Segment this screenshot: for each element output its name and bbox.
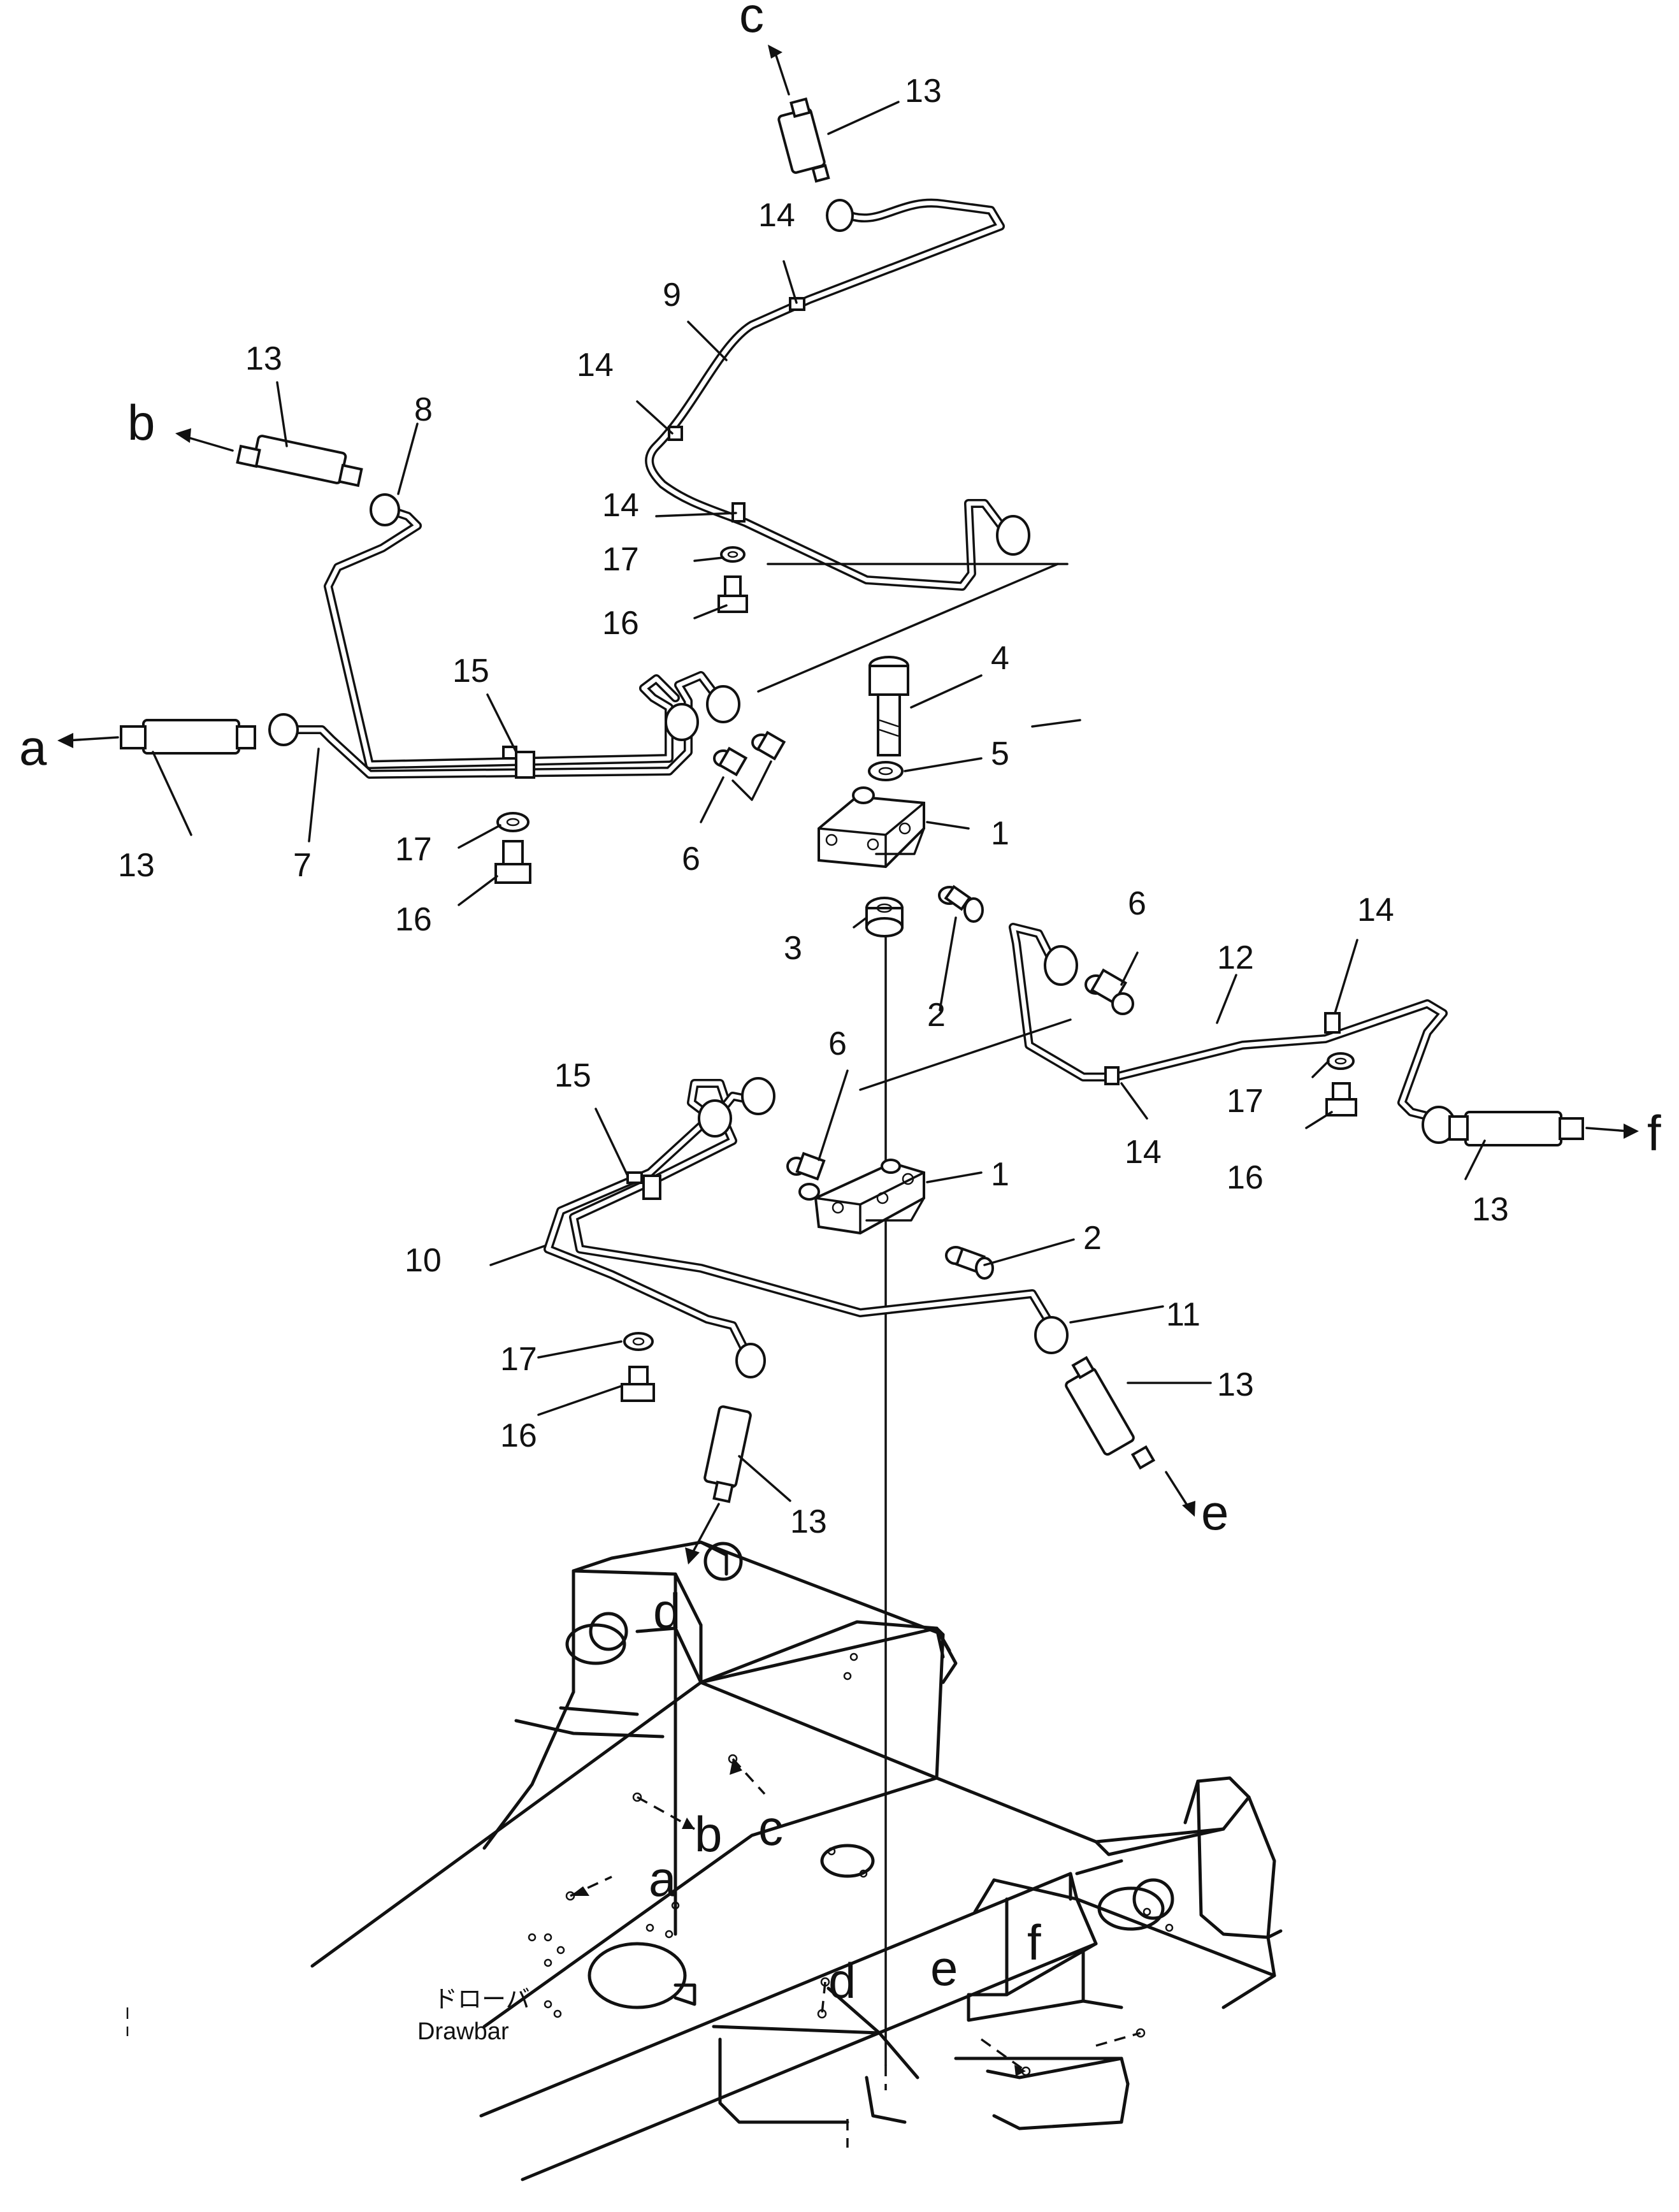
callout-17-d: 17 <box>500 1341 537 1378</box>
callout-14-b: 14 <box>577 347 614 384</box>
grease-fitting-13-e <box>1065 1355 1195 1517</box>
callout-13-a: 13 <box>118 847 155 884</box>
callout-1-b: 1 <box>991 1156 1009 1193</box>
callout-13-f: 13 <box>1472 1191 1509 1228</box>
callout-8: 8 <box>414 391 433 428</box>
bolt-16-c <box>1325 1082 1357 1117</box>
grease-fitting-13-d <box>685 1405 752 1565</box>
frame-holes <box>528 1652 1174 2018</box>
letter-b-top: b <box>127 394 155 451</box>
letter-e-bottom: e <box>930 1940 958 1996</box>
drawbar-label-en: Drawbar <box>417 2018 509 2045</box>
callout-17-b: 17 <box>395 831 432 868</box>
callout-3: 3 <box>784 930 802 967</box>
letter-a-bottom: a <box>649 1851 677 1907</box>
letter-f-bottom: f <box>1027 1914 1041 1970</box>
bolt-16-a <box>717 575 748 613</box>
grease-fitting-13-c <box>768 45 830 183</box>
callout-13-top: 13 <box>905 73 942 110</box>
callout-17-a: 17 <box>602 541 639 578</box>
pipe-12 <box>1009 923 1456 1144</box>
washer-17-c <box>1327 1052 1355 1070</box>
callout-5: 5 <box>991 735 1009 772</box>
letter-f-top: f <box>1647 1105 1661 1161</box>
grease-fitting-13-a <box>57 719 256 755</box>
letter-b-bottom: b <box>695 1806 722 1862</box>
clamp-15-a <box>502 746 535 779</box>
washer-17-d <box>623 1332 654 1351</box>
drawbar-caption: ドローバ Drawbar <box>417 1986 530 2045</box>
callout-13-e: 13 <box>1217 1366 1254 1403</box>
bolt-16-d <box>621 1366 655 1402</box>
letter-d-bottom: d <box>828 1953 856 2009</box>
callout-6-c: 6 <box>828 1025 847 1062</box>
callout-7: 7 <box>293 847 312 884</box>
callout-9: 9 <box>663 277 681 314</box>
washer-17-a <box>720 546 746 563</box>
callout-11: 11 <box>1166 1296 1200 1333</box>
callout-14-a: 14 <box>758 197 795 234</box>
grease-fitting-13-f <box>1448 1111 1639 1146</box>
leader-lines <box>152 101 1486 1502</box>
pipe-9 <box>645 198 1030 591</box>
adapter-6-c <box>786 1152 826 1181</box>
callout-10: 10 <box>405 1242 442 1279</box>
callout-13-d: 13 <box>790 1503 827 1540</box>
callout-16-d: 16 <box>500 1417 537 1454</box>
callout-15-b: 15 <box>554 1057 591 1094</box>
grease-nipple-2-b <box>945 1246 994 1280</box>
callout-2-a: 2 <box>927 997 946 1034</box>
frame-boss-f <box>1097 1878 1174 1931</box>
clamp-14-pipe12 <box>1104 1012 1341 1085</box>
letter-c-bottom: c <box>758 1800 783 1856</box>
callout-16-a: 16 <box>602 605 639 642</box>
pipe-8 <box>324 493 680 769</box>
letter-e-top: e <box>1201 1484 1229 1540</box>
adapter-6-a <box>713 730 786 801</box>
pipe-11 <box>569 1077 1069 1354</box>
callout-numbers: 13 14 9 14 14 17 16 13 8 15 13 7 17 16 4… <box>118 73 1509 1540</box>
callout-16-c: 16 <box>1227 1159 1264 1196</box>
callout-13-b: 13 <box>245 340 282 377</box>
bolt-4 <box>868 656 909 756</box>
grease-fitting-13-b <box>175 428 363 488</box>
grease-nipple-2-a <box>938 885 984 923</box>
letter-d-top: d <box>653 1583 681 1639</box>
connection-letters: c b a f e d b c a d e f <box>19 0 1661 2009</box>
callout-4: 4 <box>991 640 1009 677</box>
pipe-10 <box>544 1079 766 1378</box>
callout-15-a: 15 <box>452 653 489 690</box>
bolt-16-b <box>494 840 531 884</box>
letter-c-top: c <box>739 0 764 43</box>
callout-14-d: 14 <box>1357 892 1394 929</box>
callout-12: 12 <box>1217 939 1254 976</box>
washer-17-b <box>496 812 530 832</box>
drawbar-label-jp: ドローバ <box>433 1986 530 2013</box>
lube-point-leaders <box>565 1754 1146 2148</box>
adapter-6-b <box>1085 968 1134 1015</box>
clamp-14-pipe9 <box>668 297 805 523</box>
letter-a-top: a <box>19 719 47 776</box>
main-frame <box>310 1540 1283 2181</box>
callout-2-b: 2 <box>1083 1220 1102 1257</box>
callout-14-c: 14 <box>602 487 639 524</box>
junction-block-1-upper <box>818 786 925 869</box>
callout-14-e: 14 <box>1125 1134 1162 1171</box>
callout-16-b: 16 <box>395 901 432 938</box>
junction-block-1-lower <box>798 1159 925 1235</box>
washer-5 <box>868 761 904 781</box>
clamp-15-b <box>626 1171 661 1200</box>
callout-6-a: 6 <box>682 841 700 878</box>
frame-boss-d <box>565 1542 743 1665</box>
callout-6-b: 6 <box>1128 885 1146 922</box>
callout-1-a: 1 <box>991 815 1009 852</box>
pipe-7 <box>268 671 740 779</box>
callout-17-c: 17 <box>1227 1083 1264 1120</box>
spacer-3 <box>865 897 904 937</box>
